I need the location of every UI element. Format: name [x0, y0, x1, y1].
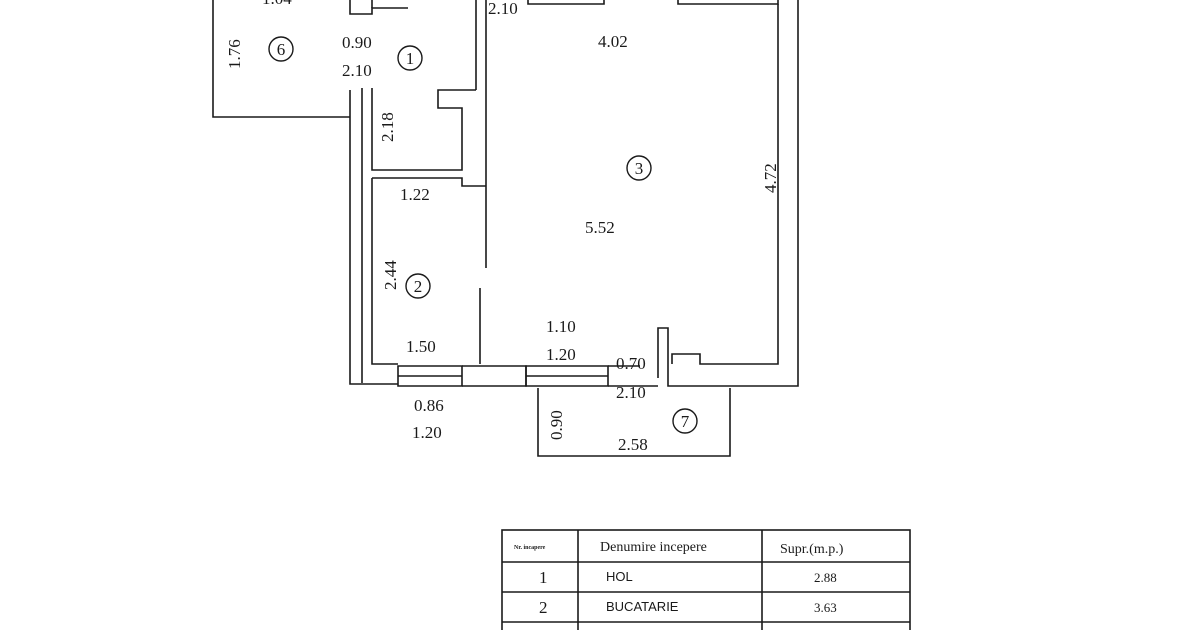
mid-window-frame [525, 365, 609, 387]
closet-outline [371, 88, 476, 171]
dim-kitchen-window-height: 1.20 [412, 423, 442, 442]
dim-top-door-height: 2.10 [488, 0, 518, 18]
table-frame [501, 529, 911, 630]
table-row-1-area: 2.88 [814, 570, 837, 585]
dim-door1-height: 2.10 [342, 61, 372, 80]
dim-balcony7-width: 2.58 [618, 435, 648, 454]
dim-door1-width: 0.90 [342, 33, 372, 52]
plan-walls [212, 0, 799, 457]
dim-kitchen-window-width: 0.86 [414, 396, 444, 415]
wall-segment-bottom [462, 365, 527, 387]
room-1-label: 1 [406, 49, 415, 68]
balcony-7-outline [537, 388, 731, 457]
dim-mid-window-width: 1.10 [546, 317, 576, 336]
balcony-6-outline [212, 0, 350, 118]
dim-room3-length: 5.52 [585, 218, 615, 237]
partition-wall-right [475, 0, 487, 268]
dimension-labels: 1.04 2.10 1.76 0.90 2.10 4.02 2.18 4.72 … [225, 0, 780, 454]
kitchen-outline [371, 177, 486, 365]
dim-kitchen-width: 1.50 [406, 337, 436, 356]
kitchen-window-frame [397, 365, 463, 387]
dim-balcony7-door-width: 0.70 [616, 354, 646, 373]
table-row-2-name: BUCATARIE [606, 599, 679, 614]
room-6-label: 6 [277, 40, 286, 59]
room-7-circle [672, 408, 698, 434]
dim-room3-depth: 4.72 [761, 163, 780, 193]
dim-kitchen-door: 1.22 [400, 185, 430, 204]
dim-room3-width: 4.02 [598, 32, 628, 51]
apartment-left-wall-outer [349, 90, 398, 385]
table-row-1-name: HOL [606, 569, 633, 584]
room-6-circle [268, 36, 294, 62]
room-7-label: 7 [681, 412, 690, 431]
dim-balcony6-width: 1.76 [225, 39, 244, 69]
room-markers [268, 36, 698, 434]
table-header-nr: Nr. incapere [514, 545, 546, 551]
room-3-top-wall [527, 0, 799, 387]
hall-outer-wall [349, 0, 408, 15]
dim-closet-height: 2.18 [378, 112, 397, 142]
dim-balcony7-depth: 0.90 [547, 410, 566, 440]
table-header-area: Supr.(m.p.) [780, 542, 844, 557]
bottom-wall-right [608, 365, 658, 387]
dim-mid-window-height: 1.20 [546, 345, 576, 364]
room-3-label: 3 [635, 159, 644, 178]
dim-top-left-clipped: 1.04 [262, 0, 292, 8]
table-row-2-nr: 2 [539, 598, 548, 617]
table-header-name: Denumire incepere [600, 540, 707, 555]
room-2-label: 2 [414, 277, 423, 296]
rooms-table: Nr. incapere Denumire incepere Supr.(m.p… [501, 529, 911, 630]
room-1-circle [397, 45, 423, 71]
table-row-2-area: 3.63 [814, 600, 837, 615]
room-2-circle [405, 273, 431, 299]
room-3-right-inner [671, 4, 779, 365]
room-3-circle [626, 155, 652, 181]
dim-balcony7-door-height: 2.10 [616, 383, 646, 402]
table-row-1-nr: 1 [539, 568, 548, 587]
room-numbers: 6 1 3 2 7 [277, 40, 690, 431]
dim-kitchen-height: 2.44 [381, 260, 400, 290]
